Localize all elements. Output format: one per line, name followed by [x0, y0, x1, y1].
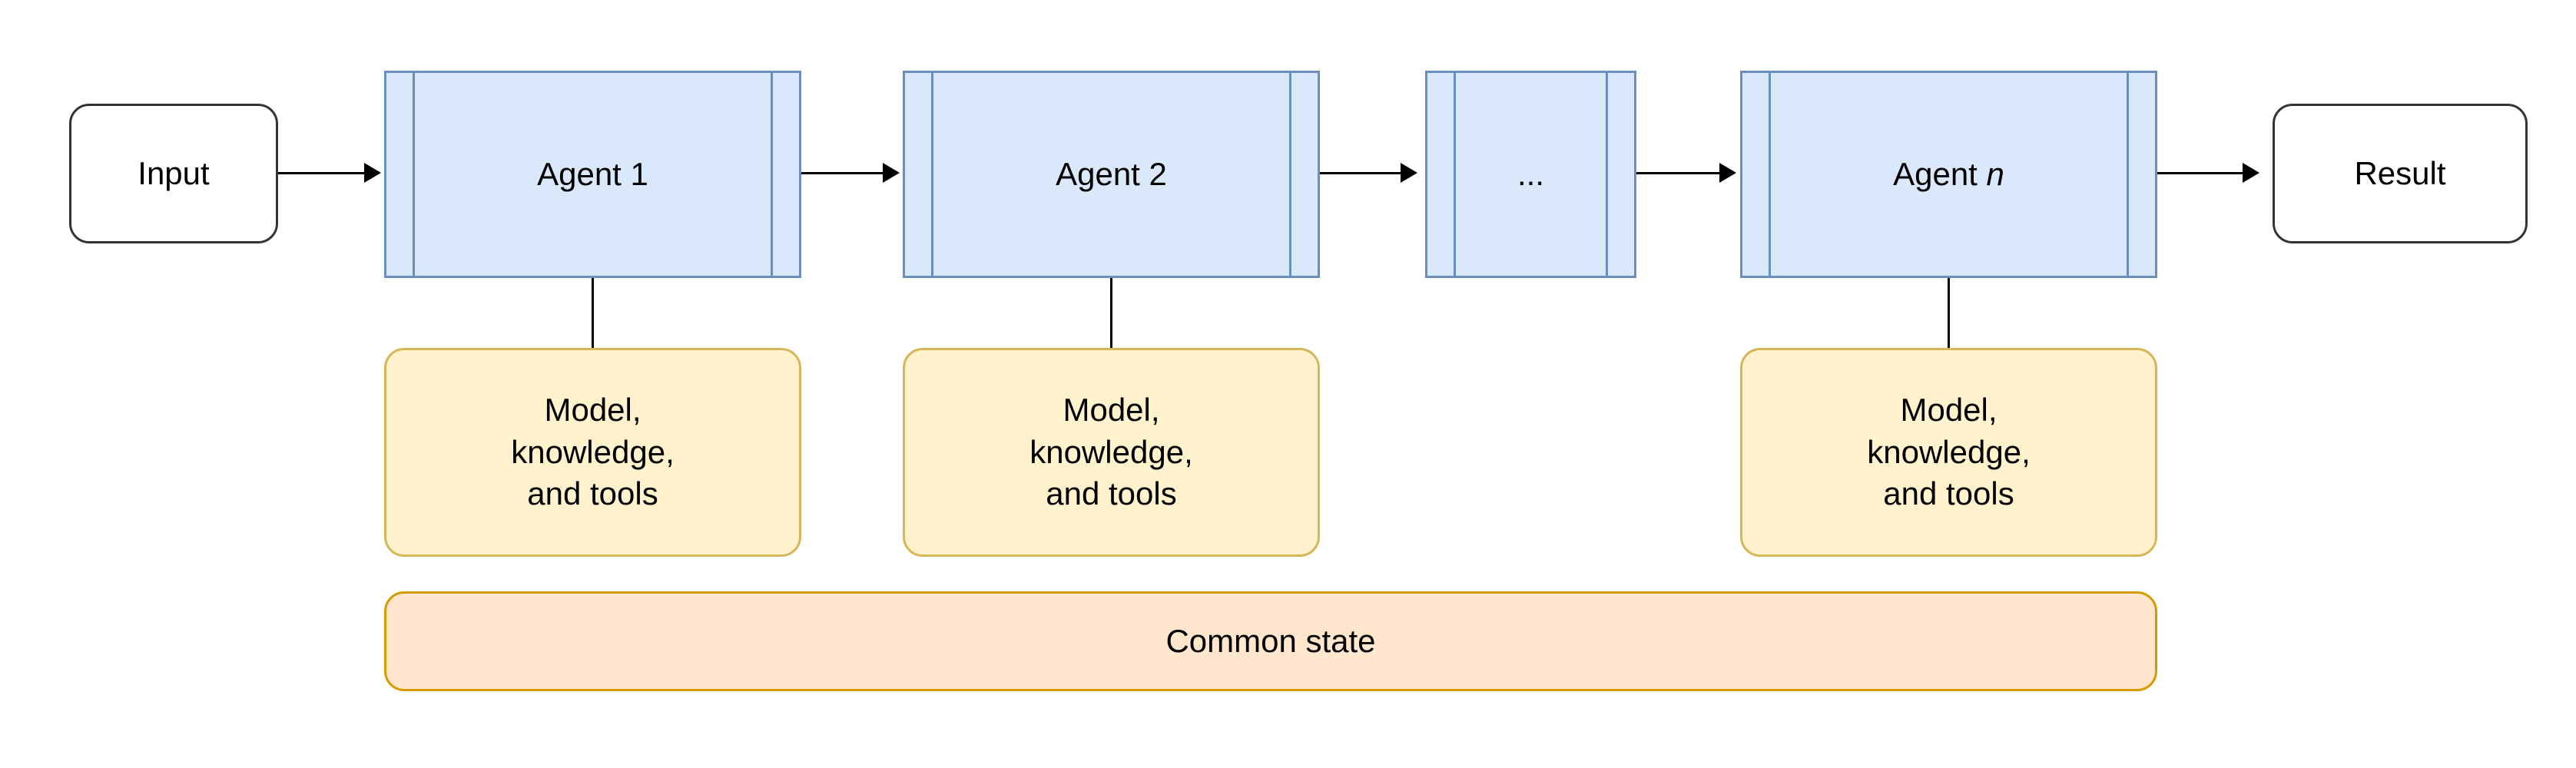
resource-n-line-1: Model,	[1900, 392, 1997, 429]
resource-n-node[interactable]: Model, knowledge, and tools	[1740, 348, 2157, 557]
agent-n-label: Agent n	[1893, 156, 2004, 192]
connector-agent-n-to-resource-n	[1948, 278, 1950, 349]
arrowhead-agent-2-to-ellipsis	[1401, 163, 1417, 183]
agent-1-left-bar	[413, 73, 415, 276]
result-terminator[interactable]: Result	[2273, 104, 2528, 243]
agent-1-label: Agent 1	[537, 156, 648, 192]
input-terminator[interactable]: Input	[69, 104, 278, 243]
result-label: Result	[2354, 154, 2446, 191]
agent-1-node[interactable]: Agent 1	[384, 71, 801, 278]
arrowhead-ellipsis-to-agent-n	[1719, 163, 1736, 183]
connector-agent-1-to-resource-1	[592, 278, 594, 349]
input-label: Input	[138, 154, 210, 191]
agent-ellipsis-left-bar	[1454, 73, 1456, 276]
common-state-label: Common state	[1165, 622, 1376, 659]
resource-n-line-2: knowledge,	[1867, 433, 2031, 470]
agent-1-right-bar	[771, 73, 773, 276]
connector-agent-n-to-result	[2157, 172, 2243, 174]
agent-ellipsis-label: ...	[1517, 156, 1544, 192]
resource-1-line-1: Model,	[544, 392, 642, 429]
connector-agent-2-to-ellipsis	[1320, 172, 1401, 174]
agent-ellipsis-right-bar	[1606, 73, 1608, 276]
resource-1-line-3: and tools	[527, 475, 658, 512]
arrowhead-agent-n-to-result	[2243, 163, 2259, 183]
connector-agent-1-to-agent-2	[801, 172, 883, 174]
agent-n-node[interactable]: Agent n	[1740, 71, 2157, 278]
connector-input-to-agent-1	[278, 172, 364, 174]
agent-n-left-bar	[1769, 73, 1771, 276]
resource-2-node[interactable]: Model, knowledge, and tools	[903, 348, 1320, 557]
agent-2-left-bar	[931, 73, 933, 276]
resource-n-line-3: and tools	[1883, 475, 2014, 512]
resource-2-line-2: knowledge,	[1029, 433, 1193, 470]
agent-2-label: Agent 2	[1056, 156, 1167, 192]
agent-2-node[interactable]: Agent 2	[903, 71, 1320, 278]
resource-1-line-2: knowledge,	[511, 433, 675, 470]
resource-2-line-3: and tools	[1046, 475, 1177, 512]
arrowhead-agent-1-to-agent-2	[883, 163, 900, 183]
connector-ellipsis-to-agent-n	[1636, 172, 1719, 174]
agent-2-right-bar	[1289, 73, 1291, 276]
arrowhead-input-to-agent-1	[364, 163, 381, 183]
agent-ellipsis-node[interactable]: ...	[1425, 71, 1636, 278]
common-state-node[interactable]: Common state	[384, 591, 2157, 691]
connector-agent-2-to-resource-2	[1110, 278, 1112, 349]
resource-1-node[interactable]: Model, knowledge, and tools	[384, 348, 801, 557]
agent-n-right-bar	[2127, 73, 2129, 276]
resource-2-line-1: Model,	[1063, 392, 1160, 429]
